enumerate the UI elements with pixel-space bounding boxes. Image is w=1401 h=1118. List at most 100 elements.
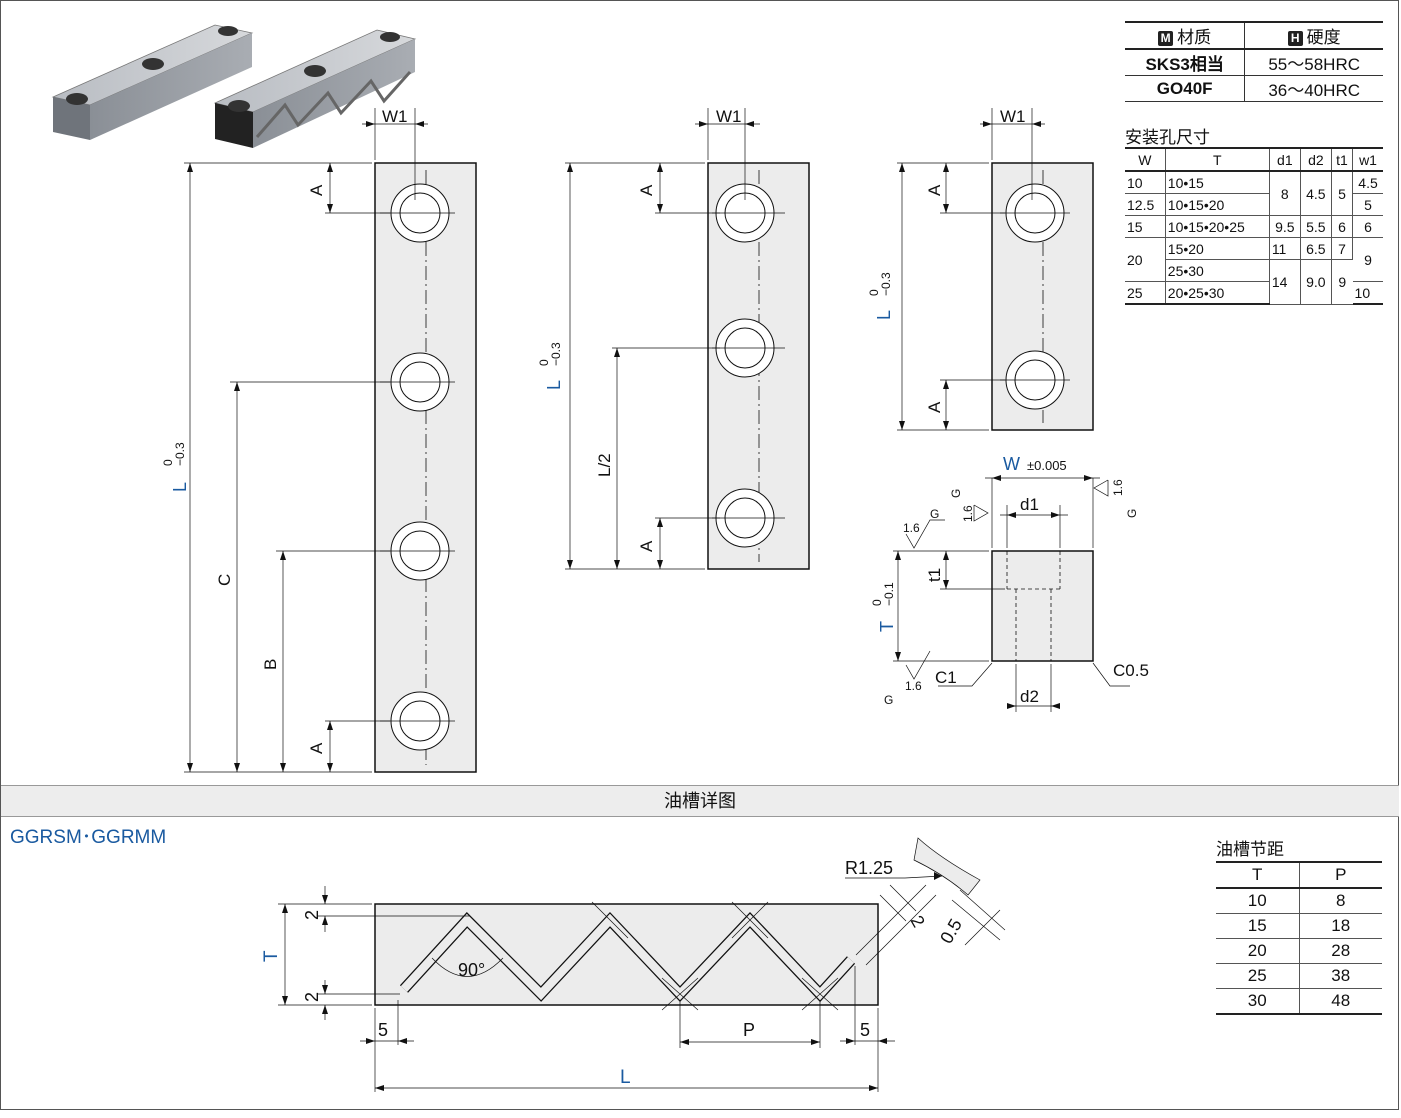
g-label: G	[884, 693, 893, 707]
groove-depth-label: 2	[302, 992, 322, 1002]
tol-label: 0	[537, 359, 551, 366]
hardness-cell: 55～58HRC	[1244, 49, 1383, 76]
table-header: P	[1299, 861, 1382, 889]
t-label: T	[877, 621, 897, 632]
cell: 20	[1125, 237, 1166, 282]
cell: 15	[1216, 913, 1300, 939]
cell: 15	[1125, 215, 1166, 238]
cell: 10•15	[1165, 170, 1270, 194]
cell: 15•20	[1165, 237, 1270, 260]
table-row: 25 20•25•30 10	[1125, 281, 1383, 305]
w1-label: W1	[1000, 107, 1026, 126]
cell: 6	[1331, 215, 1354, 238]
tol-label: −0.3	[549, 342, 563, 366]
cell: 48	[1299, 988, 1382, 1015]
cell: 20	[1216, 938, 1300, 964]
b-label: B	[261, 659, 280, 670]
l-label: L	[544, 380, 564, 390]
cell: 10	[1125, 170, 1166, 194]
cell: 18	[1299, 913, 1382, 939]
plate-4hole	[374, 162, 477, 773]
d2-label: d2	[1020, 687, 1039, 706]
a-label: A	[925, 401, 944, 413]
table-header: w1	[1352, 147, 1383, 172]
l-half-label: L/2	[595, 453, 614, 477]
l-label: L	[874, 310, 894, 320]
hardness-cell: 36～40HRC	[1244, 75, 1383, 102]
cell: 10•15•20	[1165, 193, 1270, 216]
hole-table-caption: 安装孔尺寸	[1125, 128, 1210, 147]
cell: 6	[1352, 215, 1383, 238]
l-label: L	[170, 482, 190, 492]
cell: 4.5	[1300, 170, 1332, 216]
cell: 12.5	[1125, 193, 1166, 216]
groove-depth-label: 2	[302, 910, 322, 920]
cell: 11	[1269, 237, 1301, 260]
roughness-label: 1.6	[961, 505, 975, 522]
table-header: d2	[1300, 147, 1332, 172]
cell: 9.5	[1269, 215, 1301, 238]
cell: 8	[1269, 170, 1301, 216]
oil-groove-detail: 2 2 90° 5 5 P R1.25 2 0.5 T L	[261, 837, 1006, 1092]
tol-label: −0.3	[173, 442, 187, 466]
w1-label: W1	[716, 107, 742, 126]
cell: 10•15•20•25	[1165, 215, 1270, 238]
table-header: T	[1165, 147, 1270, 172]
groove-width-label: 2	[907, 912, 929, 931]
tol-label: 0	[161, 459, 175, 466]
tol-label: −0.1	[882, 582, 896, 606]
t1-label: t1	[925, 568, 944, 582]
plate-views: W1 W1 W1 A A C B A A L/2 A A d1 t1 d2 C1…	[161, 107, 1149, 773]
g-label: G	[949, 489, 963, 498]
header-label: 材质	[1177, 28, 1212, 47]
c1-label: C1	[935, 668, 957, 687]
cell: 25•30	[1165, 259, 1270, 282]
tol-label: −0.3	[879, 272, 893, 296]
cell: 7	[1331, 237, 1354, 260]
cell: 20•25•30	[1165, 281, 1270, 305]
hardness-badge-icon: H	[1287, 31, 1303, 46]
margin-label: 5	[378, 1020, 388, 1040]
cell: 8	[1299, 888, 1382, 914]
table-header: W	[1125, 147, 1166, 172]
cell: 30	[1216, 988, 1300, 1015]
cell: 14	[1269, 259, 1301, 305]
g-label: G	[930, 507, 939, 521]
material-badge-icon: M	[1158, 31, 1174, 46]
g-label: G	[1125, 509, 1139, 518]
cell: 9.0	[1300, 259, 1332, 305]
cell: 10	[1216, 888, 1300, 914]
w-tol-label: ±0.005	[1027, 458, 1067, 473]
w1-label: W1	[382, 107, 408, 126]
table-header: d1	[1269, 147, 1301, 172]
hole-table: W T d1 d2 t1 w1 10 10•15 8 4.5 5 4.5 12.…	[1125, 147, 1383, 305]
margin-label: 5	[860, 1020, 870, 1040]
t-label: T	[261, 950, 282, 962]
table-row: 20 15•20 11 6.5 7 9	[1125, 237, 1383, 282]
table-row: 10 10•15 8 4.5 5 4.5	[1125, 170, 1383, 216]
cell: 25	[1125, 281, 1166, 305]
table-row: 15 10•15•20•25 9.5 5.5 6 6	[1125, 215, 1383, 238]
c-label: C	[215, 574, 234, 586]
roughness-label: 1.6	[905, 679, 922, 693]
tol-label: 0	[870, 599, 884, 606]
cell: 5	[1352, 193, 1383, 216]
a-label: A	[925, 184, 944, 196]
table-header: T	[1216, 861, 1300, 889]
cell: 38	[1299, 963, 1382, 989]
cross-section	[991, 550, 1094, 662]
w-label: W	[1003, 454, 1020, 474]
cell: 9	[1331, 259, 1353, 305]
table-header: t1	[1331, 147, 1354, 172]
d1-label: d1	[1020, 495, 1039, 514]
a-label: A	[307, 742, 326, 754]
tol-label: 0	[867, 289, 881, 296]
